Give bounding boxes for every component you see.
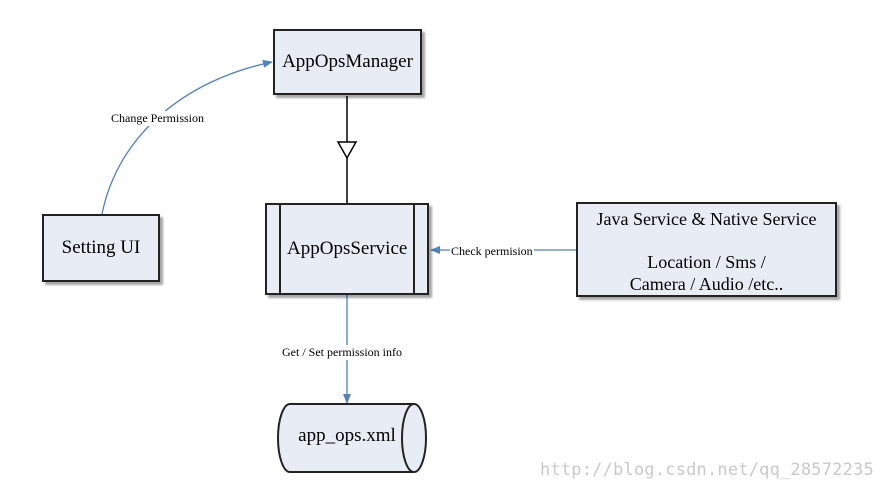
setting-ui-node: Setting UI	[42, 214, 160, 282]
change-permission-label: Change Permission	[110, 111, 205, 126]
app-ops-service-label: AppOpsService	[287, 238, 408, 259]
native-service-line2: Location / Sms /	[647, 252, 766, 272]
database-label: app_ops.xml	[298, 425, 396, 446]
app-ops-manager-node: AppOpsManager	[273, 29, 422, 95]
service-left-bar	[279, 205, 281, 293]
database-cylinder	[277, 403, 427, 473]
inheritance-connector	[336, 96, 358, 203]
app-ops-service-node: AppOpsService	[265, 203, 429, 295]
native-service-title: Java Service & Native Service	[596, 209, 817, 229]
watermark-text: http://blog.csdn.net/qq_28572235	[540, 460, 874, 480]
get-set-permission-label: Get / Set permission info	[281, 345, 403, 360]
change-permission-arrow	[101, 59, 273, 215]
check-permission-label: Check permision	[450, 244, 534, 259]
native-service-node: Java Service & Native Service Location /…	[576, 202, 837, 297]
service-right-bar	[413, 205, 415, 293]
setting-ui-label: Setting UI	[61, 237, 141, 258]
native-service-line3: Camera / Audio /etc..	[629, 274, 784, 294]
app-ops-manager-label: AppOpsManager	[282, 51, 413, 72]
